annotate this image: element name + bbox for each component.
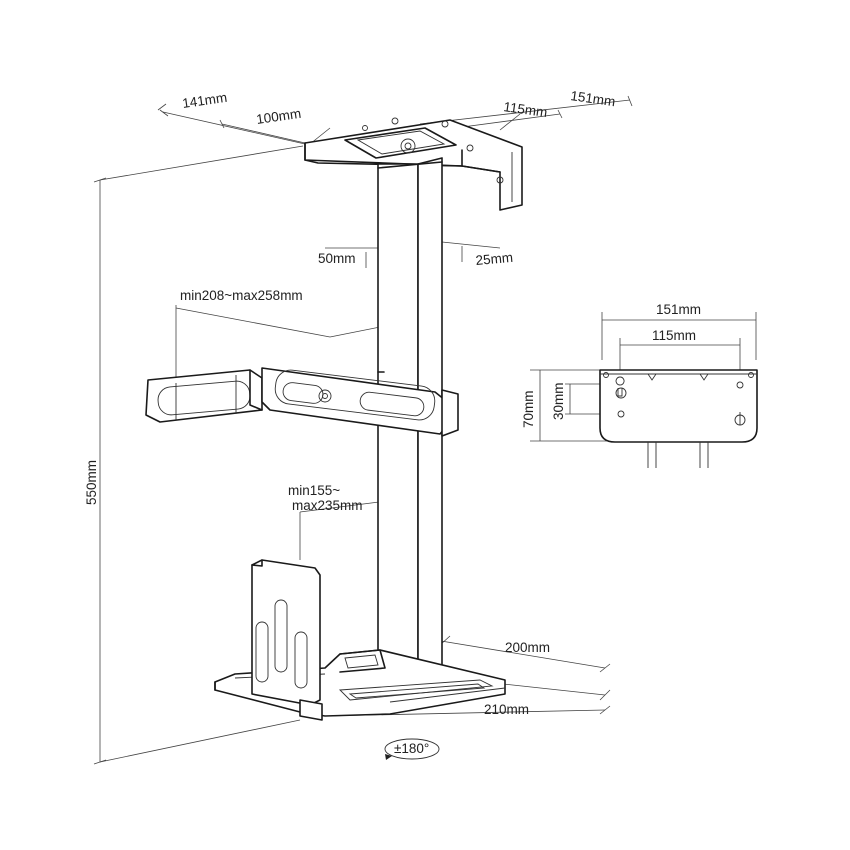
plate-detail — [530, 312, 758, 468]
clamp-arm — [145, 367, 459, 437]
top-mounting-plate — [304, 117, 523, 211]
label-50mm: 50mm — [318, 251, 356, 266]
label-height-range-1: min155~ — [288, 483, 340, 498]
label-550mm: 550mm — [84, 460, 99, 505]
label-plate-30mm: 30mm — [551, 382, 566, 420]
label-clamp-width: min208~max258mm — [180, 288, 303, 303]
dimension-labels: 141mm 100mm 151mm 115mm 50mm 25mm min208… — [84, 88, 701, 756]
label-100mm: 100mm — [255, 106, 302, 127]
front-support-plate — [251, 559, 323, 721]
label-141mm: 141mm — [181, 90, 228, 111]
label-plate-70mm: 70mm — [521, 390, 536, 428]
label-200mm: 200mm — [505, 640, 550, 655]
label-210mm: 210mm — [484, 702, 529, 717]
label-151mm: 151mm — [570, 88, 617, 109]
label-rotation: ±180° — [394, 741, 429, 756]
rotation-symbol — [384, 738, 440, 760]
label-115mm: 115mm — [503, 99, 549, 120]
label-plate-151mm: 151mm — [656, 302, 701, 317]
label-25mm: 25mm — [475, 250, 514, 268]
label-plate-115mm: 115mm — [652, 328, 696, 343]
label-height-range-2: max235mm — [292, 498, 363, 513]
